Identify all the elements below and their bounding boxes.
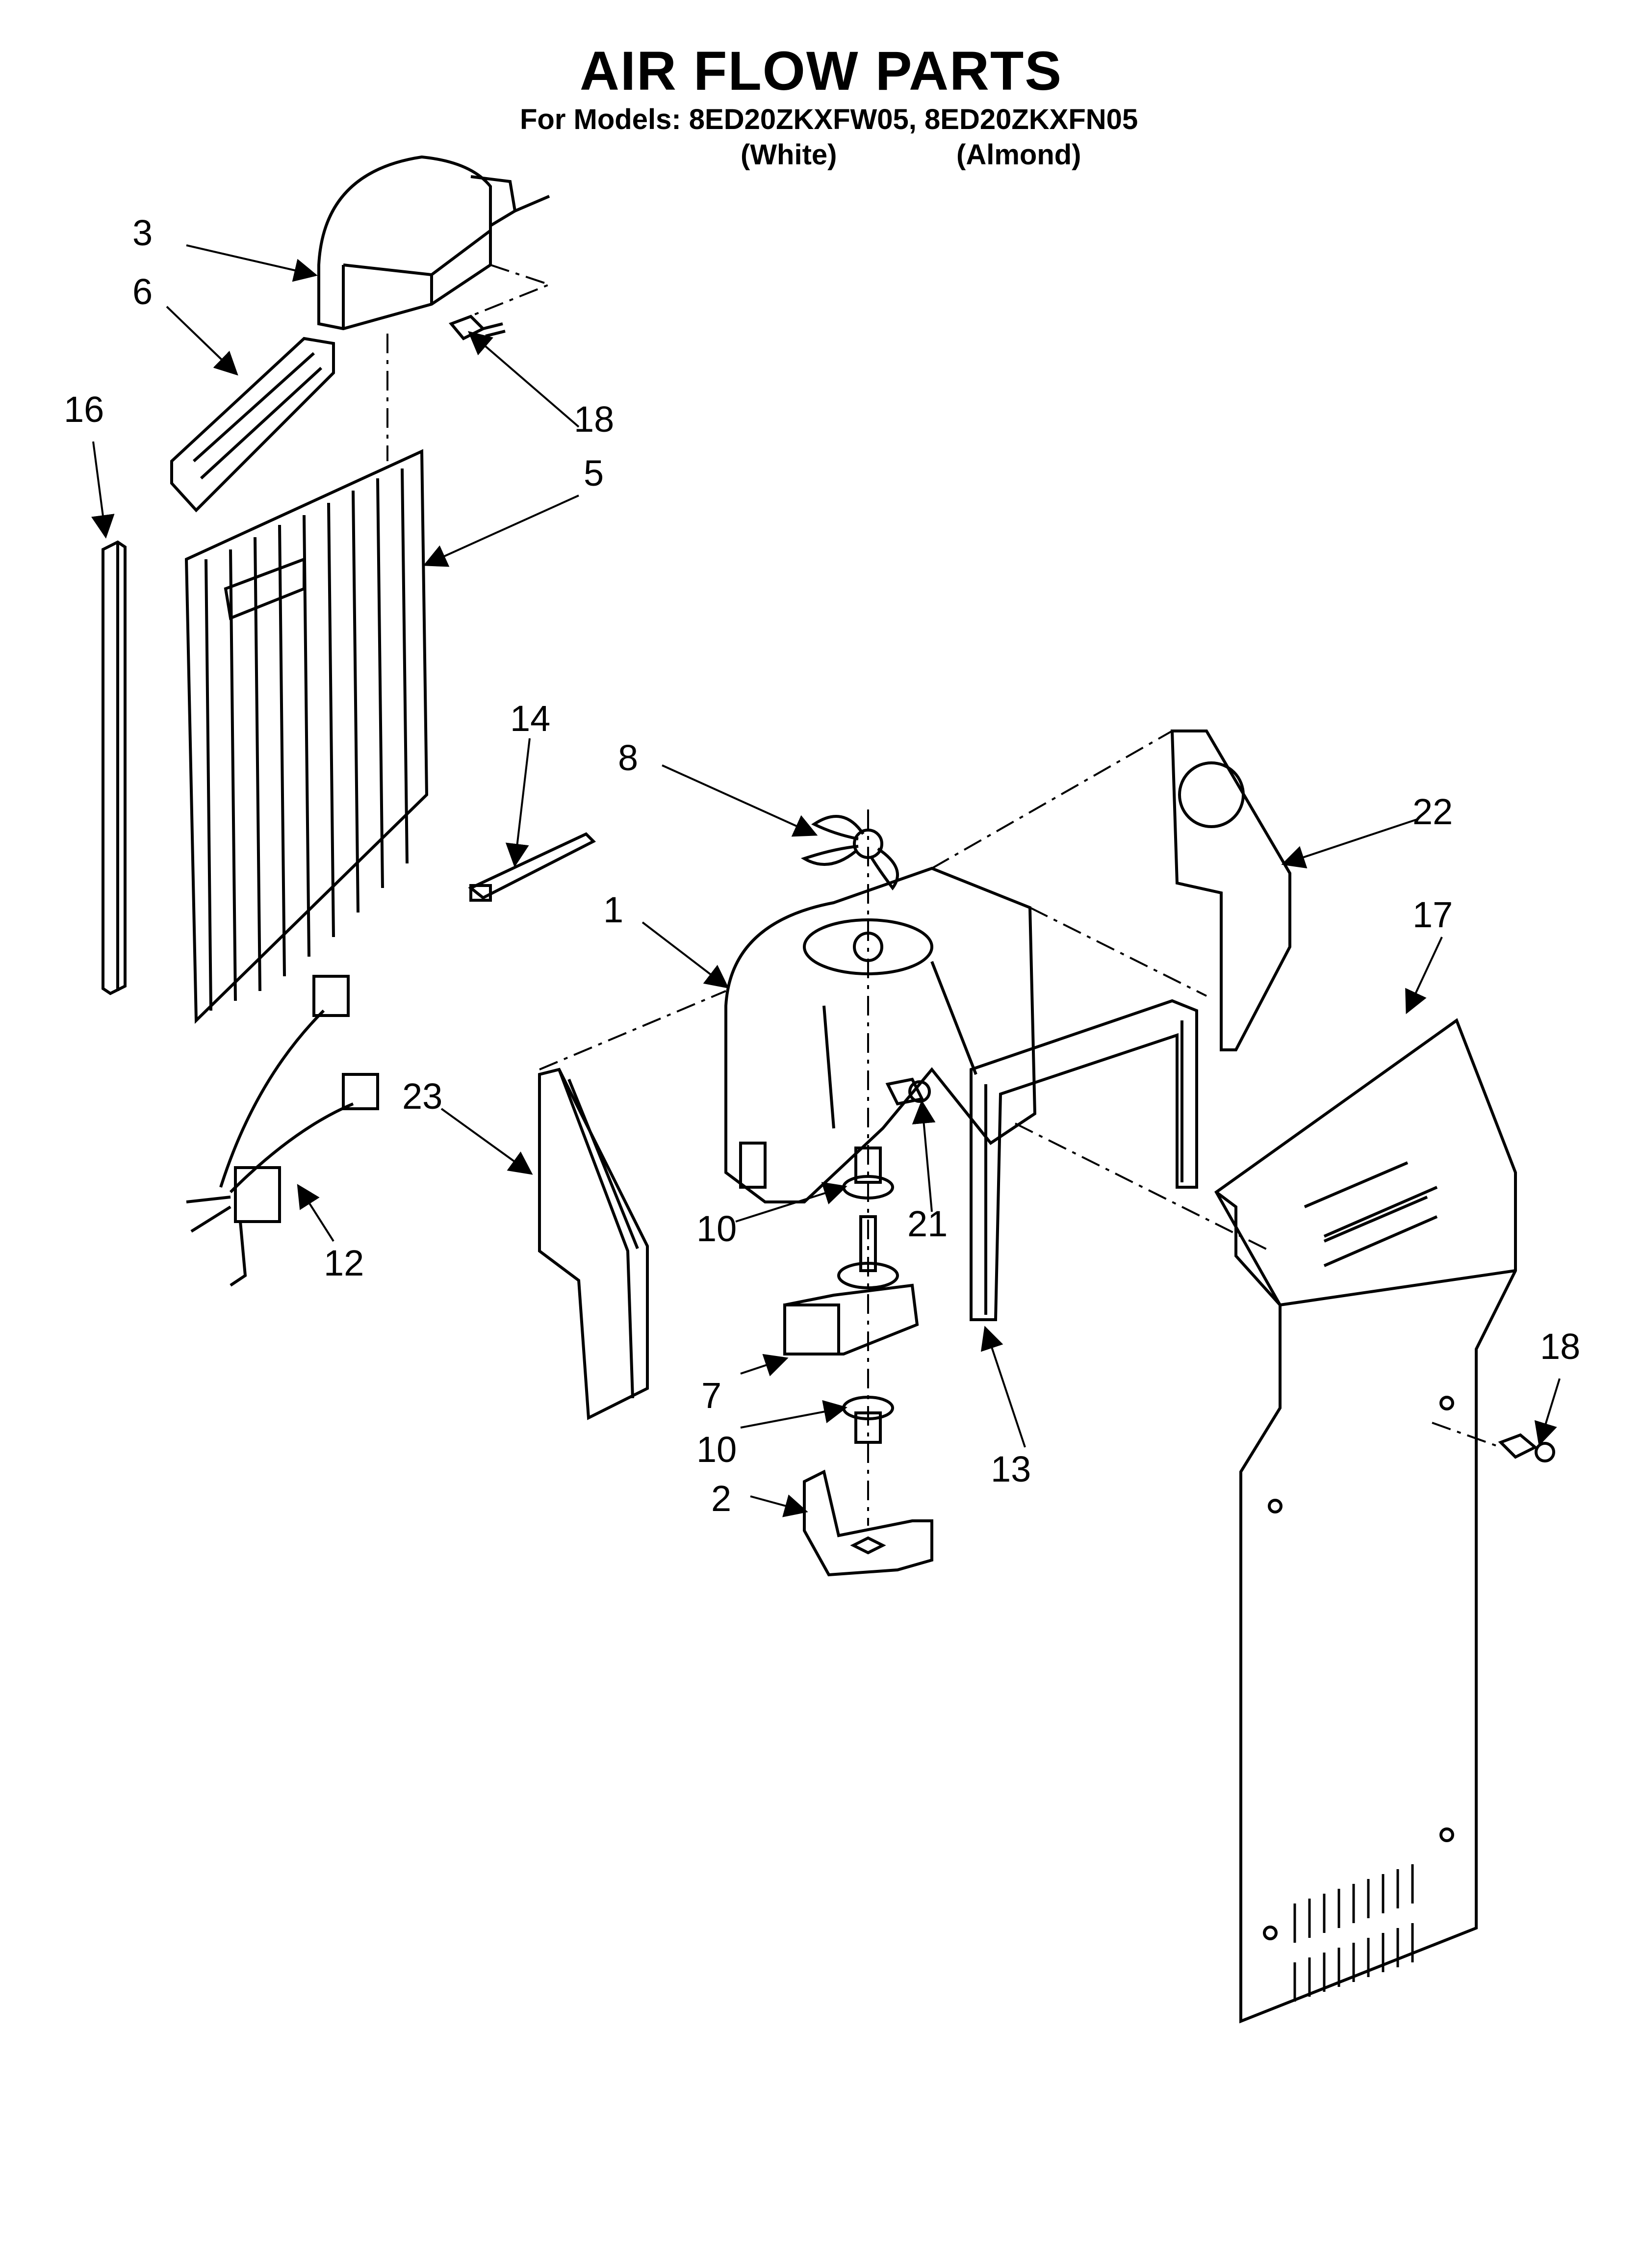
callout-5: 5 (584, 453, 604, 494)
part-18-screw-right (1498, 1433, 1555, 1462)
callout-23: 23 (402, 1076, 442, 1117)
part-17-air-tower-cover (1214, 1018, 1517, 2024)
callout-18-right: 18 (1540, 1326, 1580, 1367)
callout-10-lower: 10 (696, 1429, 737, 1470)
part-2-bracket (803, 1469, 933, 1577)
models-line: For Models: 8ED20ZKXFW05, 8ED20ZKXFN05 (520, 104, 1138, 135)
callout-1: 1 (603, 889, 623, 930)
callout-22: 22 (1412, 791, 1453, 832)
callout-8: 8 (618, 737, 638, 778)
part-16-strip (102, 540, 127, 995)
part-22-baffle (1170, 730, 1291, 1051)
callout-10-upper: 10 (696, 1208, 737, 1249)
callout-21: 21 (907, 1203, 948, 1244)
part-6-clip (170, 337, 335, 513)
callout-13: 13 (991, 1449, 1031, 1489)
part-13-gasket (970, 999, 1198, 1321)
part-12-wire-harness (186, 975, 379, 1287)
part-8-fan-blade (800, 815, 899, 891)
part-1-fan-housing (724, 866, 1037, 1203)
part-21-screw (885, 1077, 931, 1106)
callout-7: 7 (701, 1375, 721, 1416)
alignment-lines (386, 264, 1501, 1526)
part-5-grille-panel (184, 449, 429, 1024)
part-3-duct-cover (317, 155, 550, 331)
callout-12: 12 (324, 1243, 364, 1283)
callout-18-top: 18 (574, 399, 614, 440)
variant-white: (White) (741, 139, 837, 171)
callout-16: 16 (64, 389, 104, 430)
variant-almond: (Almond) (956, 139, 1081, 171)
part-17-vents (1293, 1864, 1414, 2002)
part-14-tie-strap (468, 832, 596, 902)
callout-2: 2 (711, 1478, 731, 1519)
callout-6: 6 (132, 271, 153, 312)
leader-arrows (91, 244, 1561, 1517)
callout-labels: 3 6 16 18 5 14 8 22 1 17 23 21 10 12 7 1… (64, 212, 1580, 1519)
callout-3: 3 (132, 212, 153, 253)
callout-14: 14 (510, 698, 550, 739)
callout-17: 17 (1412, 894, 1453, 935)
part-23-seal (538, 1068, 649, 1420)
page-title: AIR FLOW PARTS (579, 40, 1063, 102)
part-7-motor (783, 1215, 919, 1356)
